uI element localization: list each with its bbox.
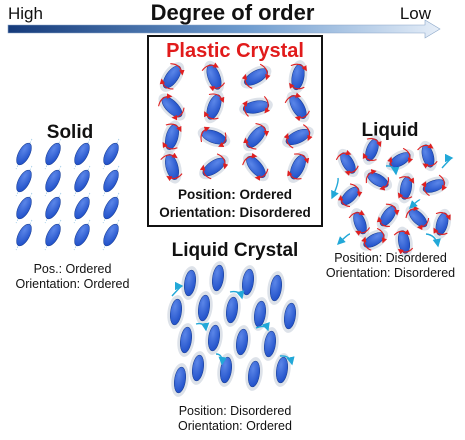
liquid-crystal-title: Liquid Crystal <box>171 240 299 261</box>
translation-arrow <box>279 355 295 366</box>
molecule <box>245 357 263 391</box>
molecule <box>217 353 235 387</box>
translation-arrow <box>229 290 245 300</box>
molecule <box>44 219 62 251</box>
molecule <box>201 60 226 94</box>
molecule <box>73 219 91 251</box>
molecule <box>159 62 185 92</box>
liquid-position: Position: Disordered <box>334 251 447 265</box>
molecule <box>376 202 400 230</box>
order-axis-arrow <box>7 19 441 39</box>
molecule <box>281 299 299 333</box>
molecule <box>160 150 183 184</box>
plastic-crystal-panel <box>147 35 323 227</box>
plastic-crystal-position: Position: Ordered <box>177 187 292 202</box>
molecule <box>393 226 414 258</box>
molecule <box>102 219 120 251</box>
molecule <box>273 353 291 387</box>
molecule <box>239 96 273 117</box>
translation-arrow <box>337 233 351 245</box>
molecule <box>44 138 62 170</box>
axis-high-label: High <box>8 4 43 23</box>
molecule <box>405 205 431 231</box>
translation-arrow <box>171 281 184 297</box>
plastic-crystal-orientation: Orientation: Disordered <box>159 205 311 220</box>
molecule <box>267 271 285 305</box>
molecule <box>203 90 225 124</box>
molecule <box>15 165 33 197</box>
molecule <box>177 323 195 357</box>
liquid-crystal-position: Position: Disordered <box>178 404 292 418</box>
molecule <box>181 266 199 300</box>
molecule <box>15 192 33 224</box>
molecule <box>102 165 120 197</box>
solid-orientation: Orientation: Ordered <box>15 277 130 291</box>
molecule <box>233 325 251 359</box>
molecule <box>15 138 33 170</box>
molecule <box>189 351 207 385</box>
plastic-crystal-title: Plastic Crystal <box>166 40 304 62</box>
molecule <box>363 169 393 191</box>
molecule <box>359 227 389 251</box>
molecule <box>282 124 314 149</box>
liquid-crystal-orientation: Orientation: Ordered <box>178 419 292 433</box>
axis-title: Degree of order <box>150 0 315 25</box>
molecule <box>102 192 120 224</box>
molecule <box>288 60 308 94</box>
molecule <box>348 208 371 238</box>
translation-arrow <box>385 165 400 176</box>
molecule <box>158 93 186 121</box>
translation-arrow <box>331 177 339 200</box>
molecule <box>417 140 438 172</box>
molecule <box>209 261 227 295</box>
translation-arrow <box>195 322 210 332</box>
liquid-orientation: Orientation: Disordered <box>325 266 456 280</box>
molecule <box>240 63 272 89</box>
molecule <box>162 120 182 154</box>
molecule <box>284 91 310 123</box>
molecule <box>199 153 229 180</box>
solid-title: Solid <box>46 122 94 143</box>
molecule <box>242 152 269 182</box>
molecule <box>167 295 185 329</box>
molecule <box>195 291 213 325</box>
liquid-molecules <box>331 135 454 258</box>
molecule <box>197 126 231 148</box>
solid-position: Pos.: Ordered <box>33 262 112 276</box>
molecule <box>102 138 120 170</box>
molecule <box>362 135 382 165</box>
molecule <box>419 174 449 197</box>
molecule <box>337 183 363 209</box>
molecule <box>243 122 270 152</box>
molecule <box>15 219 33 251</box>
molecule <box>205 321 223 355</box>
molecule <box>44 165 62 197</box>
translation-arrow <box>425 233 441 248</box>
molecule <box>335 148 359 178</box>
axis-low-label: Low <box>399 4 431 23</box>
translation-arrow <box>409 199 421 209</box>
molecule <box>432 208 452 240</box>
molecule <box>44 192 62 224</box>
molecule <box>171 363 189 397</box>
plastic-crystal-molecules <box>158 60 314 184</box>
liquid-crystal-molecules <box>167 261 299 397</box>
molecule <box>397 172 415 204</box>
molecule <box>73 192 91 224</box>
solid-molecules <box>15 138 120 251</box>
molecule <box>223 293 241 327</box>
molecule <box>73 165 91 197</box>
molecule <box>287 151 310 183</box>
molecule <box>385 147 415 171</box>
translation-arrow <box>255 322 270 332</box>
molecule <box>261 327 279 361</box>
translation-arrow <box>215 353 227 366</box>
translation-arrow <box>441 153 454 169</box>
molecule <box>73 138 91 170</box>
